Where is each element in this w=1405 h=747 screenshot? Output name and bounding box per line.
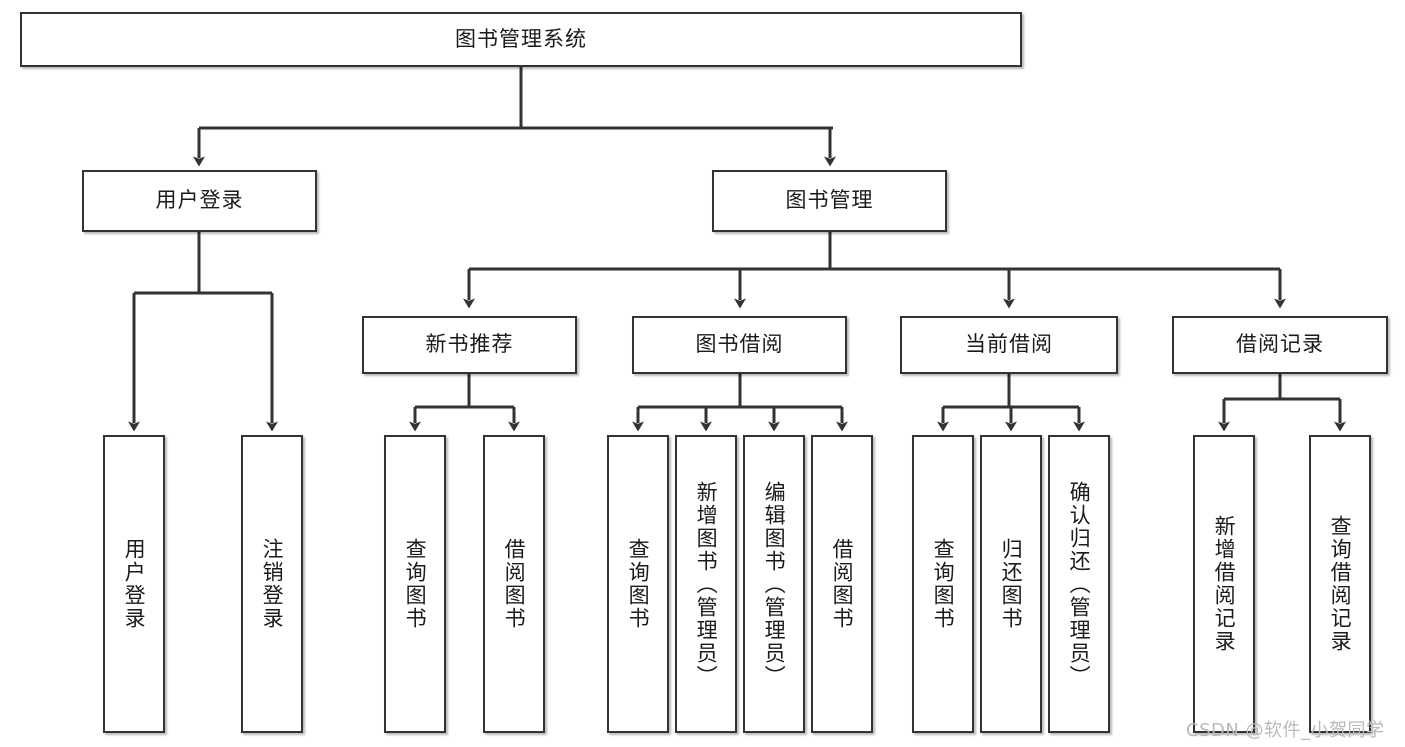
node-leaf-recommend-query-book-label: 查询图书 bbox=[403, 538, 428, 630]
node-leaf-recommend-query-book[interactable]: 查询图书 bbox=[384, 435, 446, 733]
node-book-manage[interactable]: 图书管理 bbox=[712, 170, 947, 232]
node-leaf-current-confirm-return-label: 确认归还（管理员） bbox=[1067, 480, 1092, 688]
node-borrow-record[interactable]: 借阅记录 bbox=[1172, 316, 1388, 374]
node-leaf-record-query[interactable]: 查询借阅记录 bbox=[1309, 435, 1371, 733]
node-book-borrow[interactable]: 图书借阅 bbox=[632, 316, 847, 374]
node-leaf-borrow-borrow-book-label: 借阅图书 bbox=[830, 538, 855, 630]
node-leaf-current-query-book[interactable]: 查询图书 bbox=[912, 435, 974, 733]
node-leaf-recommend-borrow-book[interactable]: 借阅图书 bbox=[483, 435, 545, 733]
node-current-borrow-label: 当前借阅 bbox=[965, 332, 1053, 357]
node-leaf-current-query-book-label: 查询图书 bbox=[931, 538, 956, 630]
node-leaf-recommend-borrow-book-label: 借阅图书 bbox=[502, 538, 527, 630]
node-leaf-record-add[interactable]: 新增借阅记录 bbox=[1193, 435, 1255, 733]
node-user-login-label: 用户登录 bbox=[155, 188, 244, 213]
node-root[interactable]: 图书管理系统 bbox=[20, 12, 1022, 67]
node-current-borrow[interactable]: 当前借阅 bbox=[900, 316, 1118, 374]
node-leaf-borrow-edit-book[interactable]: 编辑图书（管理员） bbox=[743, 435, 805, 733]
node-leaf-user-login[interactable]: 用户登录 bbox=[103, 435, 165, 733]
node-new-book-recommend[interactable]: 新书推荐 bbox=[362, 316, 577, 374]
node-borrow-record-label: 借阅记录 bbox=[1236, 332, 1324, 357]
node-leaf-borrow-borrow-book[interactable]: 借阅图书 bbox=[811, 435, 873, 733]
node-leaf-current-return-book-label: 归还图书 bbox=[999, 538, 1024, 630]
node-leaf-current-confirm-return[interactable]: 确认归还（管理员） bbox=[1048, 435, 1110, 733]
node-leaf-user-logout-label: 注销登录 bbox=[260, 538, 285, 630]
node-leaf-borrow-add-book-label: 新增图书（管理员） bbox=[694, 480, 719, 688]
node-root-label: 图书管理系统 bbox=[455, 26, 587, 51]
node-book-manage-label: 图书管理 bbox=[785, 188, 874, 213]
node-user-login[interactable]: 用户登录 bbox=[82, 170, 317, 232]
node-leaf-user-logout[interactable]: 注销登录 bbox=[241, 435, 303, 733]
node-leaf-current-return-book[interactable]: 归还图书 bbox=[980, 435, 1042, 733]
node-leaf-record-add-label: 新增借阅记录 bbox=[1212, 515, 1237, 653]
node-book-borrow-label: 图书借阅 bbox=[695, 332, 784, 357]
node-new-book-recommend-label: 新书推荐 bbox=[425, 332, 514, 357]
node-leaf-record-query-label: 查询借阅记录 bbox=[1328, 515, 1353, 653]
node-leaf-user-login-label: 用户登录 bbox=[122, 538, 147, 630]
node-leaf-borrow-edit-book-label: 编辑图书（管理员） bbox=[762, 480, 787, 688]
node-leaf-borrow-query-book-label: 查询图书 bbox=[626, 538, 651, 630]
node-leaf-borrow-add-book[interactable]: 新增图书（管理员） bbox=[675, 435, 737, 733]
watermark: CSDN @软件_小贺同学 bbox=[1186, 720, 1385, 741]
node-leaf-borrow-query-book[interactable]: 查询图书 bbox=[607, 435, 669, 733]
